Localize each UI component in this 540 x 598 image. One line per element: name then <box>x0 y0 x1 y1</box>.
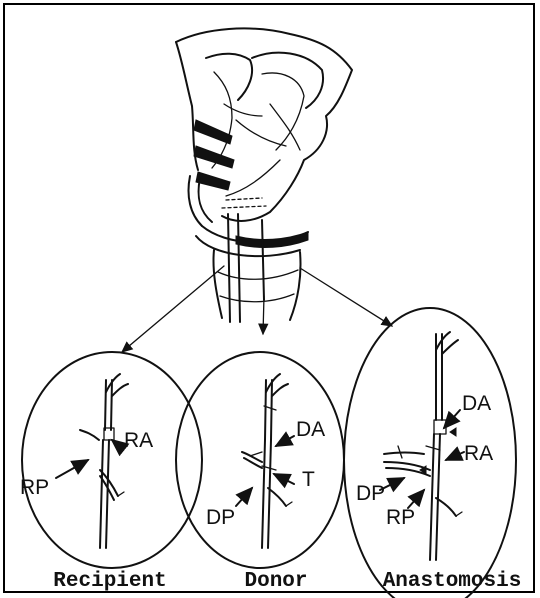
caption-donor: Donor <box>244 570 307 593</box>
label-da: DA <box>296 418 325 441</box>
label-dp: DP <box>206 506 235 529</box>
caption-recipient: Recipient <box>53 570 166 593</box>
panel-recipient: RA RP <box>20 352 202 568</box>
label-t: T <box>302 468 315 491</box>
label-rp: RP <box>20 476 49 499</box>
panel-anastomosis: DA RA DP RP <box>344 308 516 598</box>
arrow-to-recipient <box>122 266 224 352</box>
label-da: DA <box>462 392 491 415</box>
label-dp: DP <box>356 482 385 505</box>
caption-anastomosis: Anastomosis <box>383 570 522 593</box>
label-ra: RA <box>124 429 153 452</box>
label-rp: RP <box>386 506 415 529</box>
label-ra: RA <box>464 442 493 465</box>
arrow-to-anastomosis <box>300 268 392 326</box>
larynx-illustration <box>176 28 352 322</box>
